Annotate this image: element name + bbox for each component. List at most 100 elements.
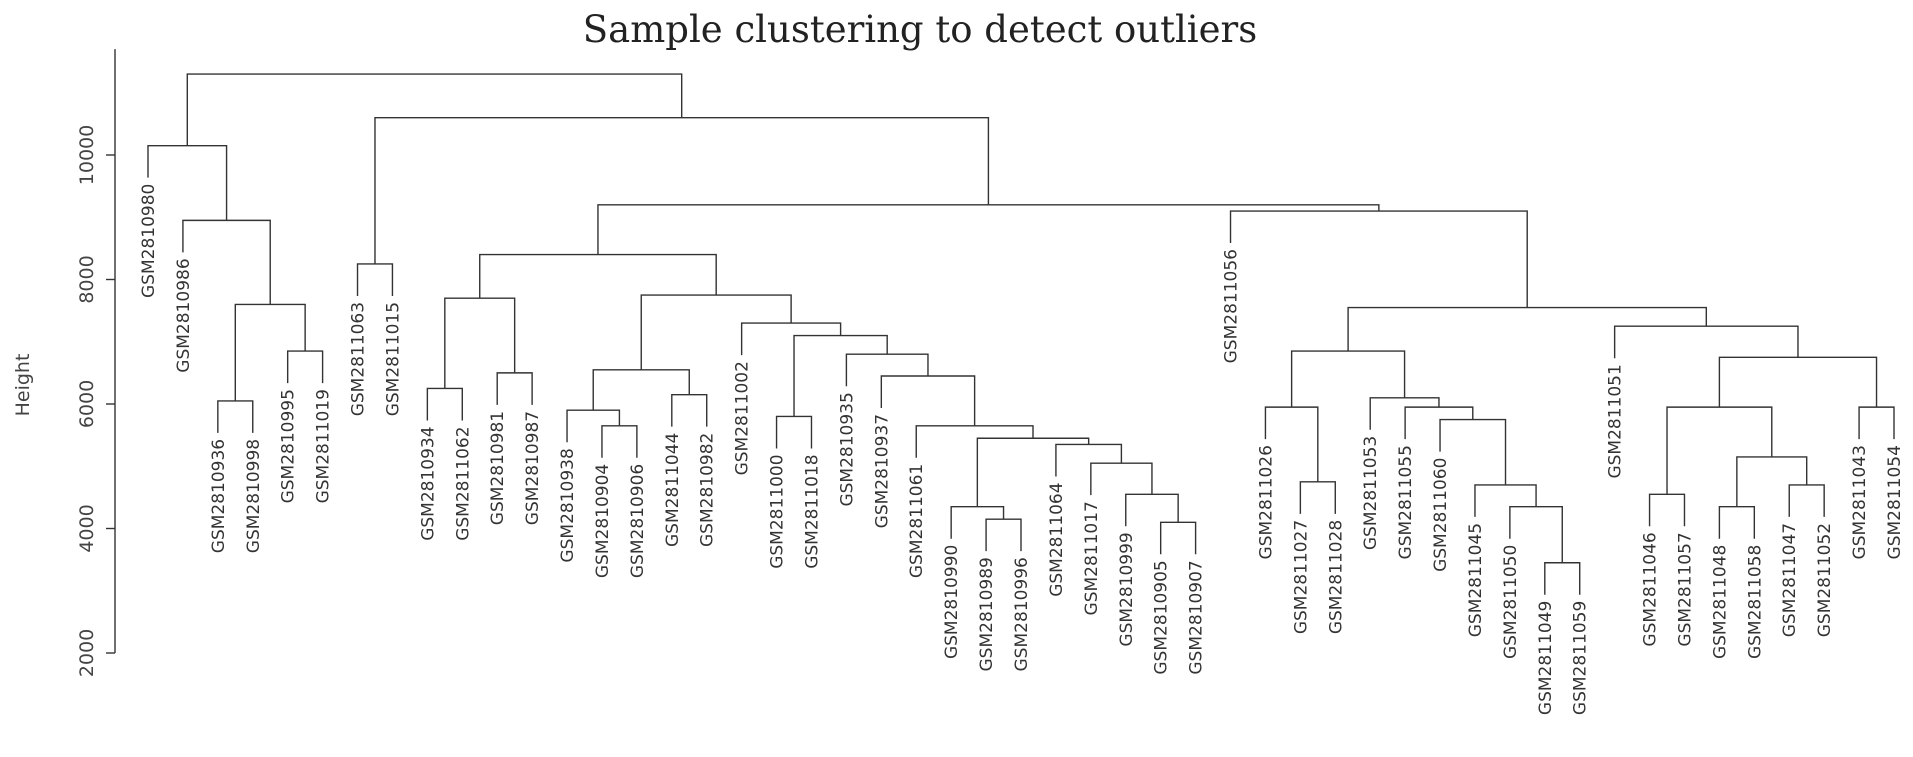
leaf-label: GSM2811057: [1675, 532, 1695, 646]
leaf-label: GSM2811049: [1536, 601, 1556, 715]
dendrogram-branch: [356, 263, 394, 296]
leaf-label: GSM2811064: [1047, 482, 1067, 596]
dendrogram-branch: [601, 425, 638, 458]
leaf-label: GSM2810989: [977, 557, 997, 671]
leaf-label: GSM2811056: [1222, 249, 1242, 363]
y-tick-label: 4000: [76, 504, 98, 552]
leaf-label: GSM2811047: [1780, 523, 1800, 637]
dendrogram-branch: [217, 400, 254, 433]
y-tick-label: 2000: [76, 629, 98, 677]
dendrogram-branch: [915, 425, 1034, 458]
dendrogram-branch: [186, 73, 683, 146]
leaf-label: GSM2811052: [1815, 523, 1835, 637]
leaf-label: GSM2810906: [628, 464, 648, 578]
y-axis: 2000 4000 6000 8000 10000: [76, 49, 116, 677]
y-axis-label: Height: [12, 354, 34, 417]
dendrogram-branch: [1788, 484, 1825, 517]
dendrogram-branch: [496, 372, 533, 405]
y-tick-label: 8000: [76, 255, 98, 303]
dendrogram-branch: [845, 353, 929, 387]
dendrogram-branch: [976, 437, 1090, 507]
dendrogram-branch: [1858, 406, 1895, 440]
leaf-label: GSM2811019: [314, 389, 334, 503]
leaf-label: GSM2810936: [209, 439, 229, 553]
leaf-label: GSM2811051: [1606, 364, 1626, 478]
leaf-label: GSM2811017: [1082, 501, 1102, 615]
leaf-label: GSM2810996: [1012, 557, 1032, 671]
dendrogram-branch: [479, 253, 717, 299]
dendrogram-branch: [426, 387, 463, 421]
leaf-label: GSM2811000: [768, 454, 788, 568]
dendrogram-branch: [1648, 493, 1686, 527]
dendrogram-branch: [880, 375, 976, 426]
leaf-label: GSM2811062: [453, 426, 473, 540]
dendrogram-branch: [1718, 506, 1756, 539]
dendrogram-branch: [775, 415, 813, 449]
dendrogram-branch: [1474, 484, 1537, 517]
dendrogram-branch: [1055, 443, 1123, 477]
leaf-label: GSM2811063: [349, 302, 369, 416]
leaf-label: GSM2811046: [1641, 532, 1661, 646]
leaf-label: GSM2811060: [1431, 458, 1451, 572]
leaf-labels: GSM2810936 GSM2810998 GSM2810995 GSM2811019…: [139, 184, 1905, 715]
dendrogram-branch: [671, 393, 708, 427]
leaf-label: GSM2811027: [1291, 520, 1311, 634]
y-tick-label: 6000: [76, 380, 98, 428]
leaf-label: GSM2811061: [907, 464, 927, 578]
leaf-label: GSM2811054: [1885, 445, 1905, 559]
leaf-label: GSM2811045: [1466, 523, 1486, 637]
dendrogram-branch: [1613, 325, 1799, 359]
dendrogram-branch: [444, 297, 516, 389]
dendrogram-branch: [740, 322, 842, 356]
leaf-label: GSM2811026: [1256, 445, 1276, 559]
dendrogram-branch: [374, 116, 990, 264]
leaf-label: GSM2811055: [1396, 445, 1416, 559]
leaf-label: GSM2811058: [1745, 545, 1765, 659]
dendrogram-branch: [592, 369, 690, 411]
leaf-label: GSM2810938: [558, 448, 578, 562]
leaf-label: GSM2810998: [244, 439, 264, 553]
dendrogram-branch: [1736, 456, 1808, 507]
dendrogram-branch: [1404, 406, 1474, 440]
dendrogram-branch: [640, 294, 792, 370]
leaf-label: GSM2810990: [942, 545, 962, 659]
dendrogram-branch: [597, 204, 1380, 255]
leaf-label: GSM2810980: [139, 184, 159, 298]
dendrogram-branch: [1439, 418, 1507, 485]
leaf-label: GSM2810904: [593, 464, 613, 578]
dendrogram-branch: [1229, 210, 1528, 308]
leaf-label: GSM2811044: [663, 433, 683, 547]
y-tick-label: 10000: [76, 125, 98, 185]
leaf-label: GSM2810987: [523, 411, 543, 525]
leaf-label: GSM2811015: [383, 302, 403, 416]
dendrogram-branch: [1159, 521, 1197, 555]
leaf-label: GSM2811028: [1326, 520, 1346, 634]
dendrogram-branch: [985, 518, 1022, 552]
leaf-label: GSM2810986: [174, 258, 194, 372]
leaf-label: GSM2810907: [1187, 560, 1207, 674]
dendrogram-branch: [1290, 350, 1406, 408]
leaf-label: GSM2810935: [837, 392, 857, 506]
leaf-label: GSM2811059: [1571, 601, 1591, 715]
dendrogram-branch: [182, 219, 271, 305]
dendrogram-branch: [286, 350, 324, 384]
leaf-label: GSM2811050: [1501, 545, 1521, 659]
dendrogram-branch: [1125, 493, 1179, 527]
leaf-label: GSM2811002: [733, 361, 753, 475]
dendrogram-branch: [1299, 481, 1336, 514]
leaf-label: GSM2810937: [872, 414, 892, 528]
leaf-label: GSM2810981: [488, 411, 508, 525]
leaf-label: GSM2810995: [279, 389, 299, 503]
leaf-label: GSM2811053: [1361, 436, 1381, 550]
leaf-label: GSM2810905: [1152, 560, 1172, 674]
chart-title: Sample clustering to detect outliers: [583, 8, 1257, 51]
dendrogram-branch: [1666, 406, 1773, 495]
leaf-label: GSM2811048: [1710, 545, 1730, 659]
leaf-label: GSM2810934: [418, 426, 438, 540]
leaf-label: GSM2811018: [802, 454, 822, 568]
dendrogram-branch: [1718, 356, 1878, 408]
dendrogram-branch: [1090, 462, 1153, 496]
dendrogram-branches: [147, 73, 1895, 595]
dendrogram-branch: [1347, 306, 1708, 352]
